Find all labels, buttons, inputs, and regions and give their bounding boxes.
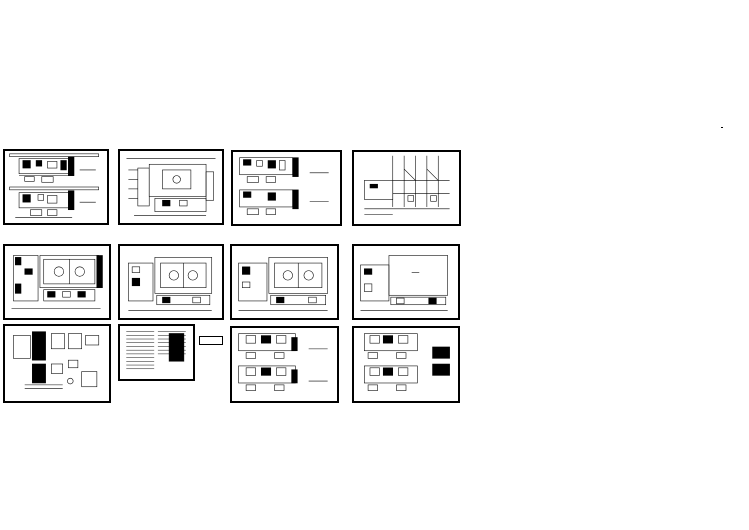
title-block-stamp [199, 336, 223, 345]
floor-plans-legend-drawing [364, 333, 450, 391]
floor-plans-drawing [9, 153, 99, 218]
notes-sheet-drawing [126, 331, 186, 370]
drawing-sheet-3[interactable] [231, 150, 342, 226]
drawing-sheet-2[interactable] [118, 149, 224, 225]
drawing-sheet-8[interactable] [352, 244, 460, 320]
drawing-sheet-5[interactable] [3, 244, 111, 320]
court-plan-detailed-drawing [11, 255, 103, 309]
site-plan-drawing [126, 158, 216, 216]
drawing-sheet-6[interactable] [118, 244, 224, 320]
elevation-grid-drawing [364, 155, 450, 215]
drawing-sheet-10[interactable] [118, 324, 195, 381]
drawing-sheet-9[interactable] [3, 324, 111, 403]
detail-sheet-drawing [13, 331, 100, 389]
stray-mark [721, 127, 723, 128]
court-plan-drawing [238, 257, 328, 311]
drawing-sheet-7[interactable] [230, 244, 339, 320]
floor-plans-drawing [238, 333, 328, 391]
drawing-sheet-11[interactable] [230, 326, 339, 403]
drawing-sheet-12[interactable] [352, 326, 460, 403]
drawing-sheet-4[interactable] [352, 150, 461, 226]
hall-plan-drawing [360, 255, 448, 311]
court-plan-drawing [128, 257, 213, 311]
drawing-sheet-1[interactable] [3, 149, 109, 225]
floor-plans-drawing [239, 157, 329, 215]
